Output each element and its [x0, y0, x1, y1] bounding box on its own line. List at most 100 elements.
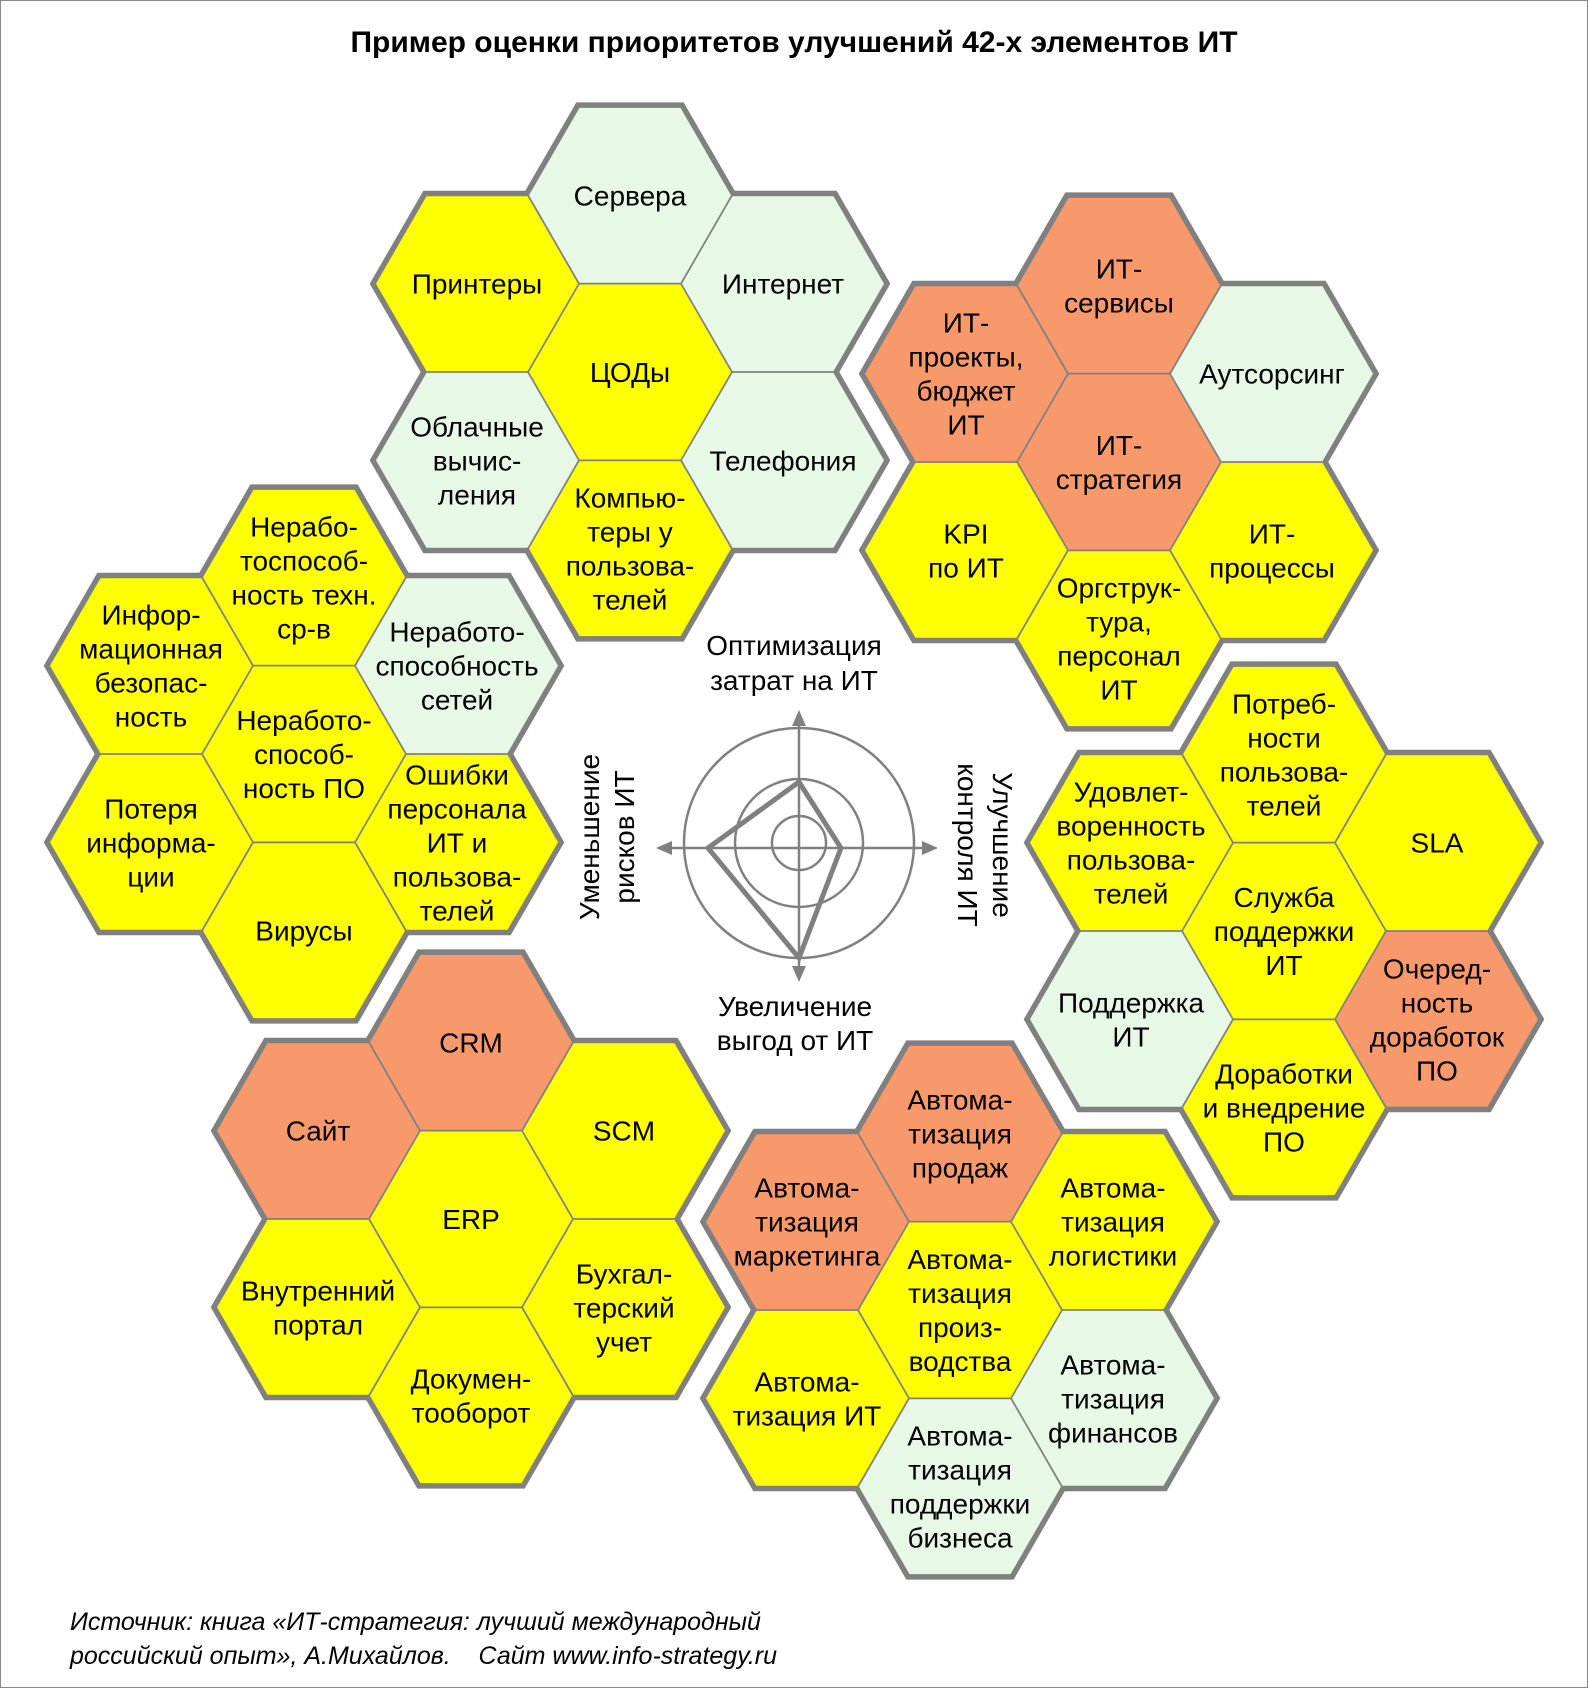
hex-label-line: Автома- — [1060, 1349, 1165, 1380]
hex-label-line: ИТ- — [1096, 430, 1143, 461]
cluster-risks: Неработо-способ-ность ПОНерабо-тоспособ-… — [43, 484, 565, 1024]
hex-cell-top: Нерабо-тоспособ-ность техн.ср-в — [203, 489, 405, 665]
hex-label-line: Потреб- — [1232, 688, 1336, 719]
hex-fill-medium — [376, 196, 578, 372]
hex-label-line: ПО — [1263, 1127, 1305, 1158]
hex-label-line: Докумен- — [411, 1364, 532, 1395]
hex-cell-center: ИТ-стратегия — [1018, 374, 1220, 550]
hex-label-line: ЦОДы — [590, 357, 670, 388]
hex-fill-medium — [203, 489, 405, 665]
clusters-layer: ЦОДыСервераИнтернетТелефонияКомпью-теры … — [43, 102, 1545, 1580]
hex-cell-bottom: Докумен-тооборот — [370, 1308, 572, 1484]
diagram-title: Пример оценки приоритетов улучшений 42-х… — [350, 26, 1238, 59]
hex-label-line: Неработо- — [389, 617, 524, 648]
hex-label-line: тура, — [1086, 607, 1152, 638]
hex-label-line: Неработо- — [236, 705, 371, 736]
hex-label-line: терский — [573, 1292, 674, 1323]
hex-label-line: пользова- — [1067, 845, 1196, 876]
hex-label-line: ERP — [442, 1204, 500, 1235]
hex-fill-low — [859, 1399, 1061, 1575]
hex-cell-center: Неработо-способ-ность ПО — [203, 666, 405, 842]
hex-label-line: ИТ- — [1096, 253, 1143, 284]
hex-label-line: Сайт — [286, 1116, 351, 1147]
hex-cell-upper-right: Интернет — [682, 196, 884, 372]
hex-label-line: Автома- — [754, 1173, 859, 1204]
hex-label-line: ИТ- — [943, 308, 990, 339]
hex-cell-bottom: Вирусы — [203, 843, 405, 1019]
hex-label-line: Аутсорсинг — [1199, 359, 1345, 390]
hex-fill-medium — [529, 461, 731, 637]
hex-label-line: Автома- — [907, 1084, 1012, 1115]
hex-label-line: Автома- — [1060, 1173, 1165, 1204]
hex-label-line: ность ПО — [243, 773, 365, 804]
hex-label-line: телей — [1094, 879, 1169, 910]
hex-label-line: тизация — [1061, 1383, 1165, 1414]
hex-label-line: тизация — [1061, 1207, 1165, 1238]
hex-fill-high — [865, 286, 1067, 462]
hex-label-line: Инфор- — [101, 600, 200, 631]
hex-fill-low — [1171, 286, 1373, 462]
hex-label-line: сетей — [421, 685, 493, 716]
hex-label-line: Телефония — [710, 445, 857, 476]
axis-label-left-1: Уменьшение — [574, 754, 605, 920]
hex-label-line: телей — [1247, 790, 1322, 821]
hex-fill-low — [682, 196, 884, 372]
hex-label-line: ИТ и — [427, 827, 488, 858]
hex-cell-upper-left: Принтеры — [376, 196, 578, 372]
hex-cell-lower-left: Автома-тизация ИТ — [706, 1310, 908, 1486]
axis-label-bottom-1: Увеличение — [718, 991, 872, 1022]
hex-fill-low — [682, 372, 884, 548]
hex-label-line: процессы — [1209, 552, 1335, 583]
hex-label-line: Автома- — [907, 1421, 1012, 1452]
hex-fill-high — [217, 1043, 419, 1219]
hex-label-line: портал — [273, 1309, 363, 1340]
hex-label-line: Внутренний — [241, 1275, 395, 1306]
hex-fill-medium — [1183, 666, 1385, 842]
radar-arrow-right — [922, 841, 938, 855]
cluster-it-management: ИТ-стратегияИТ-сервисыАутсорсингИТ-проце… — [858, 192, 1380, 732]
hex-fill-medium — [203, 843, 405, 1019]
hex-fill-medium — [356, 754, 558, 930]
hex-label-line: KPI — [943, 518, 988, 549]
hex-label-line: способность — [375, 651, 538, 682]
hex-cell-lower-right: Телефония — [682, 372, 884, 548]
hex-fill-medium — [523, 1219, 725, 1395]
hex-fill-medium — [706, 1310, 908, 1486]
hex-label-line: сервисы — [1064, 287, 1174, 318]
hex-fill-medium — [203, 666, 405, 842]
hex-label-line: Удовлет- — [1074, 777, 1189, 808]
hex-cell-top: ИТ-сервисы — [1018, 197, 1220, 373]
radar-score-polygon — [704, 778, 844, 963]
hex-label-line: SCM — [593, 1116, 655, 1147]
source-line-1: Источник: книга «ИТ-стратегия: лучший ме… — [70, 1608, 761, 1636]
hex-label-line: ции — [127, 861, 174, 892]
hex-label-line: тизация — [908, 1455, 1012, 1486]
radar-arrow-left — [656, 841, 672, 855]
hex-label-line: поддержки — [1214, 916, 1355, 947]
hex-fill-low — [356, 578, 558, 754]
hex-label-line: Облачные — [410, 411, 544, 442]
hex-label-line: воренность — [1056, 811, 1205, 842]
hex-fill-medium — [50, 578, 252, 754]
hex-label-line: Вирусы — [255, 916, 352, 947]
hex-label-line: телей — [420, 895, 495, 926]
hex-label-line: телей — [593, 585, 668, 616]
hex-label-line: Компью- — [574, 483, 685, 514]
hex-label-line: тизация — [755, 1207, 859, 1238]
hex-label-line: пользова- — [393, 861, 522, 892]
hex-fill-medium — [1183, 843, 1385, 1019]
axis-label-bottom-2: выгод от ИТ — [717, 1025, 873, 1056]
hex-label-line: стратегия — [1056, 464, 1182, 495]
hex-fill-medium — [529, 284, 731, 460]
